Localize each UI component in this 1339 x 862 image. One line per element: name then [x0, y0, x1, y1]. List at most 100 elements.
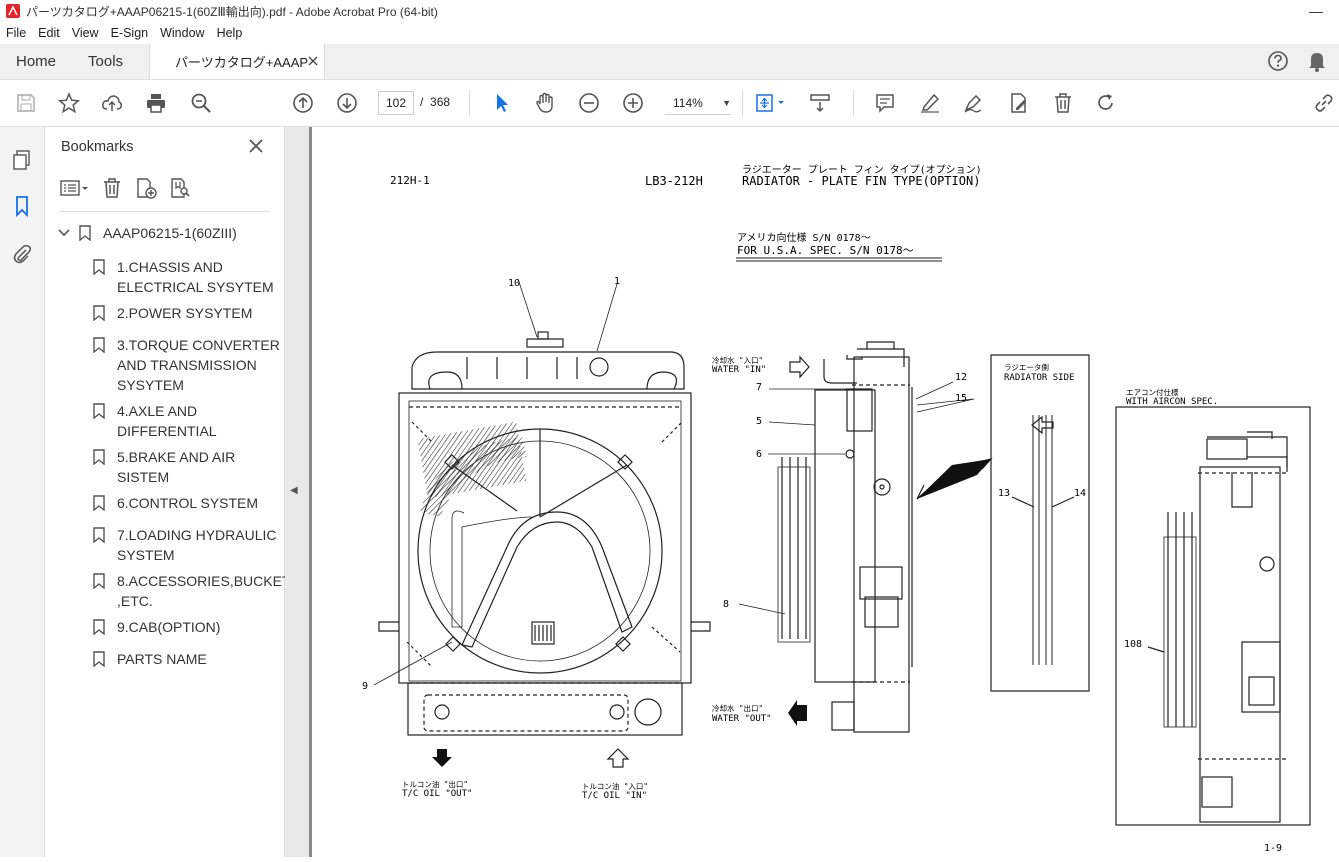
save-button[interactable]	[14, 91, 38, 115]
tab-tools[interactable]: Tools	[88, 52, 124, 70]
scroll-icon	[810, 94, 830, 113]
panel-splitter[interactable]: ◀	[285, 127, 309, 857]
menu-file[interactable]: File	[6, 26, 27, 40]
new-bookmark-icon[interactable]	[135, 177, 157, 199]
select-tool-button[interactable]	[490, 91, 514, 115]
tab-home[interactable]: Home	[16, 52, 57, 70]
menu-window[interactable]: Window	[160, 26, 205, 40]
hand-icon	[536, 92, 553, 113]
drawing-title-en: RADIATOR - PLATE FIN TYPE(OPTION)	[742, 174, 980, 188]
aircon-jp: エアコン付仕様	[1126, 387, 1179, 397]
callout-9: 9	[362, 681, 368, 692]
plus-circle-icon	[623, 93, 643, 113]
help-icon[interactable]	[1267, 50, 1289, 72]
tc-out: T/C OIL "OUT"	[402, 789, 472, 799]
radiator-side: RADIATOR SIDE	[1004, 373, 1074, 383]
close-tab-icon[interactable]	[308, 56, 318, 66]
edit-pdf-button[interactable]	[1006, 91, 1030, 115]
highlight-button[interactable]	[918, 91, 942, 115]
bookmark-icon	[79, 225, 91, 241]
bookmark-icon	[93, 651, 105, 667]
menu-help[interactable]: Help	[216, 26, 243, 40]
trash-icon	[1055, 93, 1071, 113]
zoom-select[interactable]: 114%▼	[665, 91, 731, 115]
bookmark-label: 4.AXLE AND DIFFERENTIAL	[117, 403, 217, 439]
chevron-down-icon[interactable]	[57, 228, 71, 238]
menu-bar: File Edit View E-Sign Window Help	[0, 22, 1339, 44]
menu-esign[interactable]: E-Sign	[110, 26, 149, 40]
minimize-button[interactable]: —	[1309, 3, 1323, 19]
document-tab[interactable]: パーツカタログ+AAAP0...	[149, 43, 326, 79]
menu-view[interactable]: View	[71, 26, 99, 40]
comment-button[interactable]	[873, 91, 897, 115]
highlighter-icon	[921, 93, 940, 113]
left-rail	[0, 127, 45, 857]
tab-bar: Home Tools パーツカタログ+AAAP0...	[0, 43, 1339, 80]
aircon-spec-view	[1115, 406, 1311, 826]
tc-in: T/C OIL "IN"	[582, 791, 647, 801]
radiator-side-jp: ラジエータ側	[1004, 362, 1049, 372]
tc-in-jp: トルコン油 "入口"	[582, 781, 648, 791]
delete-button[interactable]	[1051, 91, 1075, 115]
save-icon	[17, 94, 35, 112]
hand-tool-button[interactable]	[533, 91, 557, 115]
cursor-arrow-icon	[497, 94, 508, 112]
find-button[interactable]	[189, 91, 213, 115]
notification-bell-icon[interactable]	[1307, 50, 1327, 72]
star-icon	[58, 92, 80, 114]
bookmark-root-label: AAAP06215-1(60ZIII)	[103, 225, 237, 241]
bookmark-icon	[93, 573, 105, 589]
pen-sign-icon	[964, 94, 982, 113]
bookmark-panel-icon[interactable]	[11, 195, 33, 217]
page-fit-button[interactable]	[753, 91, 789, 115]
bookmark-label: 9.CAB(OPTION)	[117, 619, 221, 635]
bookmark-tools	[59, 177, 191, 199]
cloud-upload-icon	[102, 95, 122, 111]
previous-page-button[interactable]	[291, 91, 315, 115]
page-thumbnails-icon[interactable]	[11, 149, 33, 171]
bookmark-root[interactable]: AAAP06215-1(60ZIII)	[57, 225, 237, 241]
scroll-mode-button[interactable]	[808, 91, 832, 115]
page-number-input[interactable]: 102	[378, 91, 414, 115]
pdf-page: 212H-1 LB3-212H ラジエーター プレート フィン タイプ(オプショ…	[312, 127, 1339, 857]
bookmark-label: 7.LOADING HYDRAULIC SYSTEM	[117, 527, 277, 563]
upload-button[interactable]	[100, 91, 124, 115]
close-icon[interactable]	[247, 137, 265, 155]
radiator-front-view	[378, 331, 711, 736]
attachment-icon[interactable]	[11, 243, 33, 265]
share-link-button[interactable]	[1312, 91, 1336, 115]
document-tab-label: パーツカタログ+AAAP0...	[175, 54, 309, 70]
find-bookmark-icon[interactable]	[169, 177, 191, 199]
document-viewport[interactable]: 212H-1 LB3-212H ラジエーター プレート フィン タイプ(オプショ…	[309, 127, 1339, 857]
rotate-button[interactable]	[1094, 91, 1118, 115]
radiator-drawing: 212H-1 LB3-212H ラジエーター プレート フィン タイプ(オプショ…	[362, 164, 1311, 854]
bookmark-label: 5.BRAKE AND AIR SISTEM	[117, 449, 236, 485]
minus-circle-icon	[579, 93, 599, 113]
printer-icon	[147, 94, 165, 113]
bookmark-icon	[93, 619, 105, 635]
trash-icon[interactable]	[101, 177, 123, 199]
callout-8: 8	[723, 599, 729, 610]
tc-out-jp: トルコン油 "出口"	[402, 779, 468, 789]
arrow-down-circle-icon	[337, 93, 357, 113]
menu-edit[interactable]: Edit	[38, 26, 60, 40]
bookmark-label: PARTS NAME	[117, 651, 207, 667]
callout-7: 7	[756, 382, 762, 393]
bookmark-icon	[93, 259, 105, 275]
drawing-code-mid: LB3-212H	[645, 174, 703, 188]
aircon: WITH AIRCON SPEC.	[1126, 397, 1218, 407]
water-in-jp: 冷却水 "入口"	[712, 355, 763, 365]
zoom-value: 114%	[673, 95, 703, 110]
bookmark-star-button[interactable]	[57, 91, 81, 115]
options-menu-icon[interactable]	[59, 177, 89, 199]
sign-button[interactable]	[961, 91, 985, 115]
callout-5: 5	[756, 416, 762, 427]
print-button[interactable]	[144, 91, 168, 115]
water-in: WATER "IN"	[712, 365, 766, 375]
toolbar-divider	[742, 90, 743, 116]
next-page-button[interactable]	[335, 91, 359, 115]
zoom-out-button[interactable]	[577, 91, 601, 115]
collapse-panel-icon[interactable]: ◀	[290, 485, 298, 496]
callout-10: 10	[508, 278, 520, 289]
zoom-in-button[interactable]	[621, 91, 645, 115]
